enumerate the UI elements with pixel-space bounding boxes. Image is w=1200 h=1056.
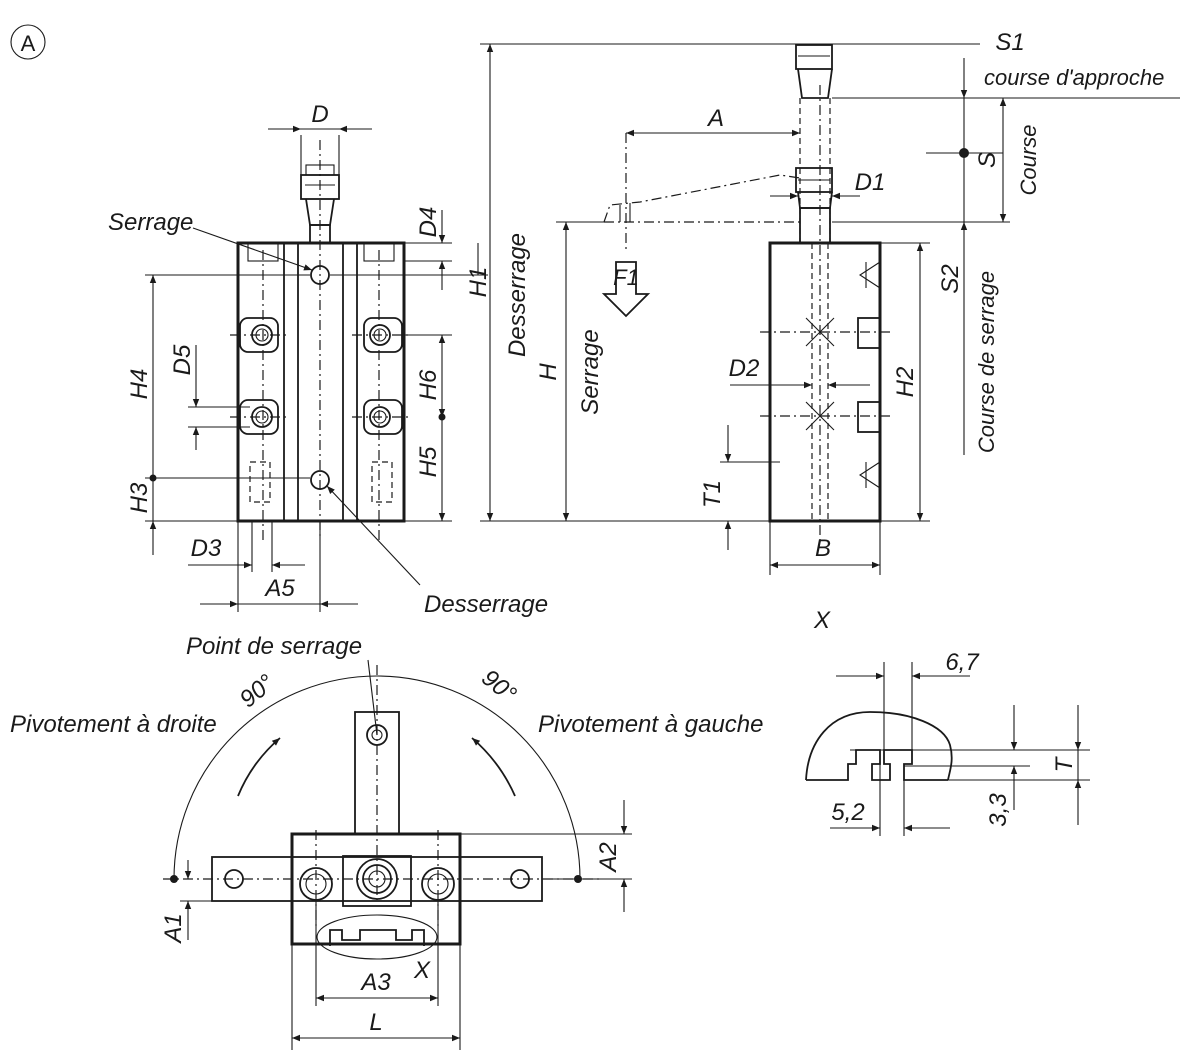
callout-desserrage: Desserrage — [424, 591, 548, 618]
label-point-serrage: Point de serrage — [186, 633, 362, 660]
dim-label-h1: H1 — [465, 267, 492, 298]
side-view-dimensions: Desserrage H Serrage A D1 D2 T1 B H2 — [480, 29, 1180, 575]
callout-serrage: Serrage — [108, 209, 193, 236]
dim-label-6-7: 6,7 — [945, 649, 980, 676]
dim-label-l: L — [369, 1009, 382, 1036]
dim-label-b: B — [815, 535, 831, 562]
label-angle-right: 90° — [476, 664, 521, 708]
label-pivotement-droite: Pivotement à droite — [10, 711, 217, 738]
detail-x-mark: X — [413, 957, 431, 984]
detail-x-title: X — [813, 607, 831, 634]
side-view: F1 — [601, 44, 890, 540]
dim-label-h5: H5 — [415, 446, 442, 477]
label-course: Course — [1016, 125, 1041, 196]
label-desserrage-vertical: Desserrage — [504, 233, 531, 357]
dim-label-a2: A2 — [595, 842, 622, 873]
label-pivotement-gauche: Pivotement à gauche — [538, 711, 763, 738]
dim-label-s: S — [974, 152, 1001, 168]
top-view-body — [290, 832, 462, 946]
dim-label-d2: D2 — [729, 355, 760, 382]
dim-label-t1: T1 — [699, 480, 726, 508]
dim-label-h6: H6 — [415, 369, 442, 400]
view-marker-label: A — [21, 31, 36, 56]
dim-label-s1: S1 — [995, 29, 1024, 56]
top-view — [163, 665, 600, 960]
label-course-approche: course d'approche — [984, 65, 1164, 90]
dim-label-s2: S2 — [937, 264, 964, 293]
dim-label-a: A — [706, 105, 724, 132]
dim-label-h2: H2 — [892, 367, 919, 398]
dim-label-h4: H4 — [126, 369, 153, 400]
detail-x: X 6,7 5,2 3,3 T — [805, 607, 1090, 836]
dim-label-d3: D3 — [191, 535, 222, 562]
side-view-body — [768, 241, 882, 523]
port-desserrage — [310, 470, 330, 490]
top-view-dimensions: Point de serrage Pivotement à droite Piv… — [10, 633, 763, 1050]
port-serrage — [310, 265, 330, 285]
dim-label-5-2: 5,2 — [831, 799, 864, 826]
label-serrage-vertical: Serrage — [577, 329, 604, 414]
dim-label-a1: A1 — [160, 913, 187, 944]
swing-arc — [173, 675, 581, 880]
dim-label-d: D — [311, 101, 328, 128]
force-arrow-f1 — [601, 261, 651, 318]
dim-label-3-3: 3,3 — [985, 793, 1012, 827]
dim-label-d4: D4 — [415, 207, 442, 238]
view-marker: A — [10, 24, 46, 60]
label-course-serrage: Course de serrage — [974, 271, 999, 453]
force-label-f1: F1 — [613, 265, 639, 290]
front-view — [230, 140, 412, 540]
dim-label-a3: A3 — [359, 969, 391, 996]
dim-label-t: T — [1051, 755, 1078, 772]
label-angle-left: 90° — [235, 669, 280, 713]
dim-label-d1: D1 — [855, 169, 886, 196]
dim-label-d5: D5 — [169, 344, 196, 375]
dim-label-a5: A5 — [263, 575, 295, 602]
dim-label-h: H — [535, 363, 562, 381]
dim-label-h3: H3 — [126, 482, 153, 513]
front-view-dimensions: D D4 H1 H6 H5 H4 H3 D5 — [108, 101, 548, 618]
